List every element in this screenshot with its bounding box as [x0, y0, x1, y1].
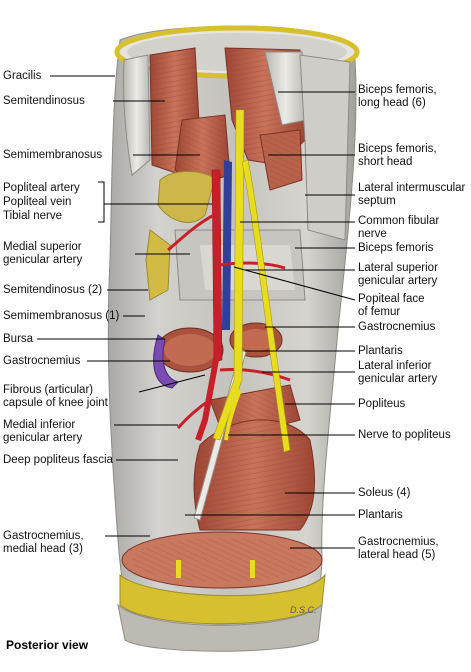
- artist-signature: D.S.C.: [290, 605, 317, 615]
- label-popliteal-vein: Popliteal vein: [3, 196, 72, 208]
- label-lateral-superior-genicular-artery: Lateral superior genicular artery: [358, 262, 438, 287]
- label-gastrocnemius-left: Gastrocnemius: [3, 355, 81, 367]
- gracilis-muscle: [122, 54, 151, 176]
- label-semimembranosus: Semimembranosus: [3, 149, 103, 161]
- label-plantaris: Plantaris: [358, 345, 403, 357]
- medial-superior-genicular-artery: [167, 213, 215, 252]
- label-gastrocnemius-lateral-head: Gastrocnemius, lateral head (5): [358, 536, 439, 561]
- tibial-nerve: [212, 109, 245, 441]
- label-medial-inferior-genicular-artery: Medial inferior genicular artery: [3, 419, 83, 444]
- label-biceps-femoris: Biceps femoris: [358, 242, 434, 254]
- label-nerve-to-popliteus: Nerve to popliteus: [358, 429, 451, 441]
- label-lateral-inferior-genicular-artery: Lateral inferior genicular artery: [358, 360, 438, 385]
- popliteal-vein: [222, 160, 232, 330]
- label-popliteal-face-femur: Popiteal face of femur: [358, 293, 425, 318]
- lateral-septum: [299, 54, 351, 241]
- label-soleus: Soleus (4): [358, 487, 411, 499]
- label-semitendinosus: Semitendinosus: [3, 95, 85, 107]
- bursa: [153, 334, 179, 389]
- label-biceps-long-head: Biceps femoris, long head (6): [358, 84, 437, 109]
- label-popliteal-artery: Popliteal artery: [3, 182, 80, 194]
- label-biceps-short-head: Biceps femoris, short head: [358, 143, 437, 168]
- label-bursa: Bursa: [3, 333, 34, 345]
- lower-fat-ring: [119, 573, 326, 625]
- label-common-fibular-nerve: Common fibular nerve: [358, 215, 440, 240]
- label-fibrous-capsule: Fibrous (articular) capsule of knee join…: [3, 384, 108, 409]
- popliteal-artery: [211, 169, 223, 363]
- label-plantaris-lower: Plantaris: [358, 509, 403, 521]
- label-lateral-intermuscular-septum: Lateral intermuscular septum: [358, 182, 466, 207]
- label-medial-superior-genicular-artery: Medial superior genicular artery: [3, 241, 83, 266]
- medial-inferior-genicular-artery: [176, 398, 211, 429]
- label-gastrocnemius-right: Gastrocnemius: [358, 321, 436, 333]
- figure-caption: Posterior view: [6, 638, 89, 652]
- label-gracilis: Gracilis: [3, 70, 42, 82]
- label-gastrocnemius-medial-head: Gastrocnemius, medial head (3): [3, 530, 84, 555]
- label-deep-popliteus-fascia: Deep popliteus fascia: [3, 454, 113, 466]
- lateral-superior-genicular-artery: [219, 261, 286, 270]
- nerve-to-popliteus: [224, 389, 242, 441]
- leader-lines: [37, 75, 356, 549]
- common-fibular-nerve: [241, 159, 291, 453]
- lateral-inferior-genicular-artery: [219, 368, 291, 382]
- popliteal-fat: [157, 171, 216, 223]
- label-popliteus: Popliteus: [358, 398, 406, 410]
- label-semimembranosus-1: Semimembranosus (1): [3, 310, 120, 322]
- label-tibial-nerve: Tibial nerve: [3, 210, 63, 222]
- label-semitendinosus-2: Semitendinosus (2): [3, 284, 103, 296]
